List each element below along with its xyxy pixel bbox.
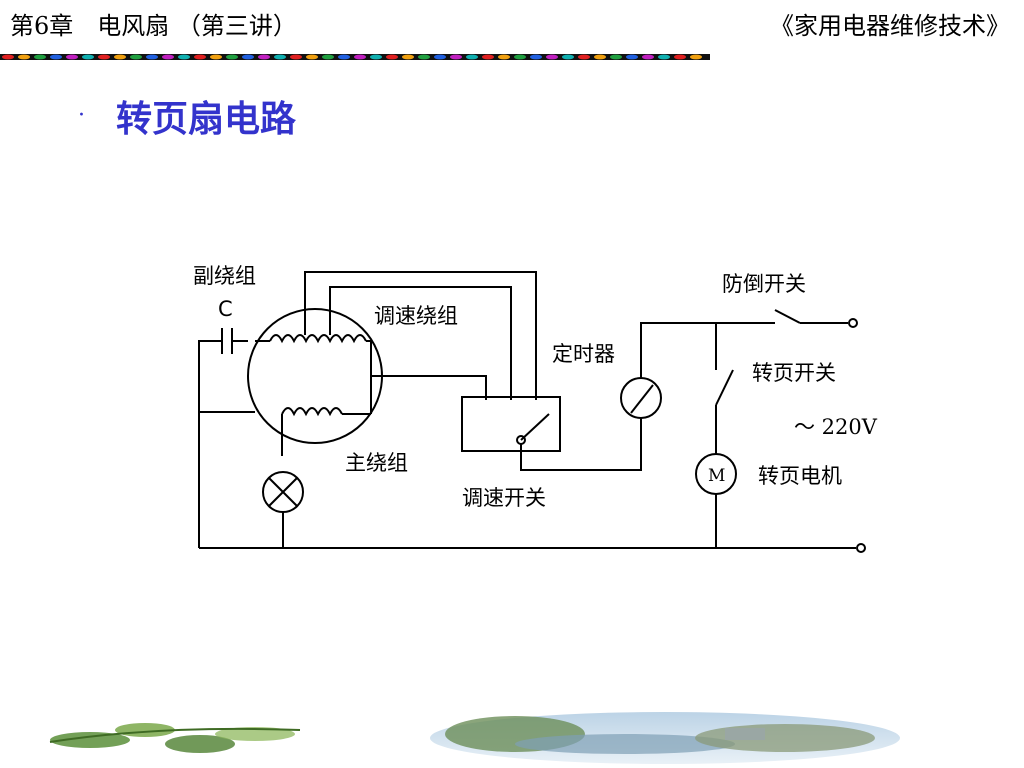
supply-voltage-label: ～ 220V <box>794 415 878 439</box>
speed-winding-label: 调速绕组 <box>374 304 458 328</box>
timer-label: 定时器 <box>552 342 615 366</box>
header-divider <box>0 54 710 60</box>
leaf-decoration <box>49 723 301 753</box>
motor-symbol-letter: M <box>708 466 725 486</box>
aux-winding-label: 副绕组 <box>193 264 256 288</box>
aux-winding-coil <box>269 334 367 344</box>
bullet-point: · <box>78 103 85 128</box>
circuit-diagram: 副绕组 C 调速绕组 主绕组 调速开关 定时器 防倒开关 转页开关 ～ 220V… <box>193 264 878 553</box>
book-title-header: 《家用电器维修技术》 <box>770 12 1010 40</box>
timer-symbol <box>620 377 662 419</box>
landscape-decoration <box>430 712 900 764</box>
capacitor-label: C <box>218 297 233 321</box>
motor-circle <box>247 308 383 444</box>
tip-over-switch-blade <box>774 309 801 324</box>
swing-motor-label: 转页电机 <box>758 464 842 488</box>
chapter-header: 第6章 电风扇 （第三讲） <box>10 12 297 40</box>
supply-terminal-top <box>848 318 858 328</box>
main-winding-label: 主绕组 <box>345 451 408 475</box>
swing-switch-label: 转页开关 <box>752 361 836 385</box>
speed-switch-box <box>461 396 561 452</box>
speed-switch-label: 调速开关 <box>462 486 546 510</box>
main-winding-coil <box>281 407 343 417</box>
swing-switch-blade <box>715 369 734 406</box>
tip-over-switch-label: 防倒开关 <box>722 272 806 296</box>
slide-title: 转页扇电路 <box>116 99 297 140</box>
supply-terminal-bottom <box>856 543 866 553</box>
